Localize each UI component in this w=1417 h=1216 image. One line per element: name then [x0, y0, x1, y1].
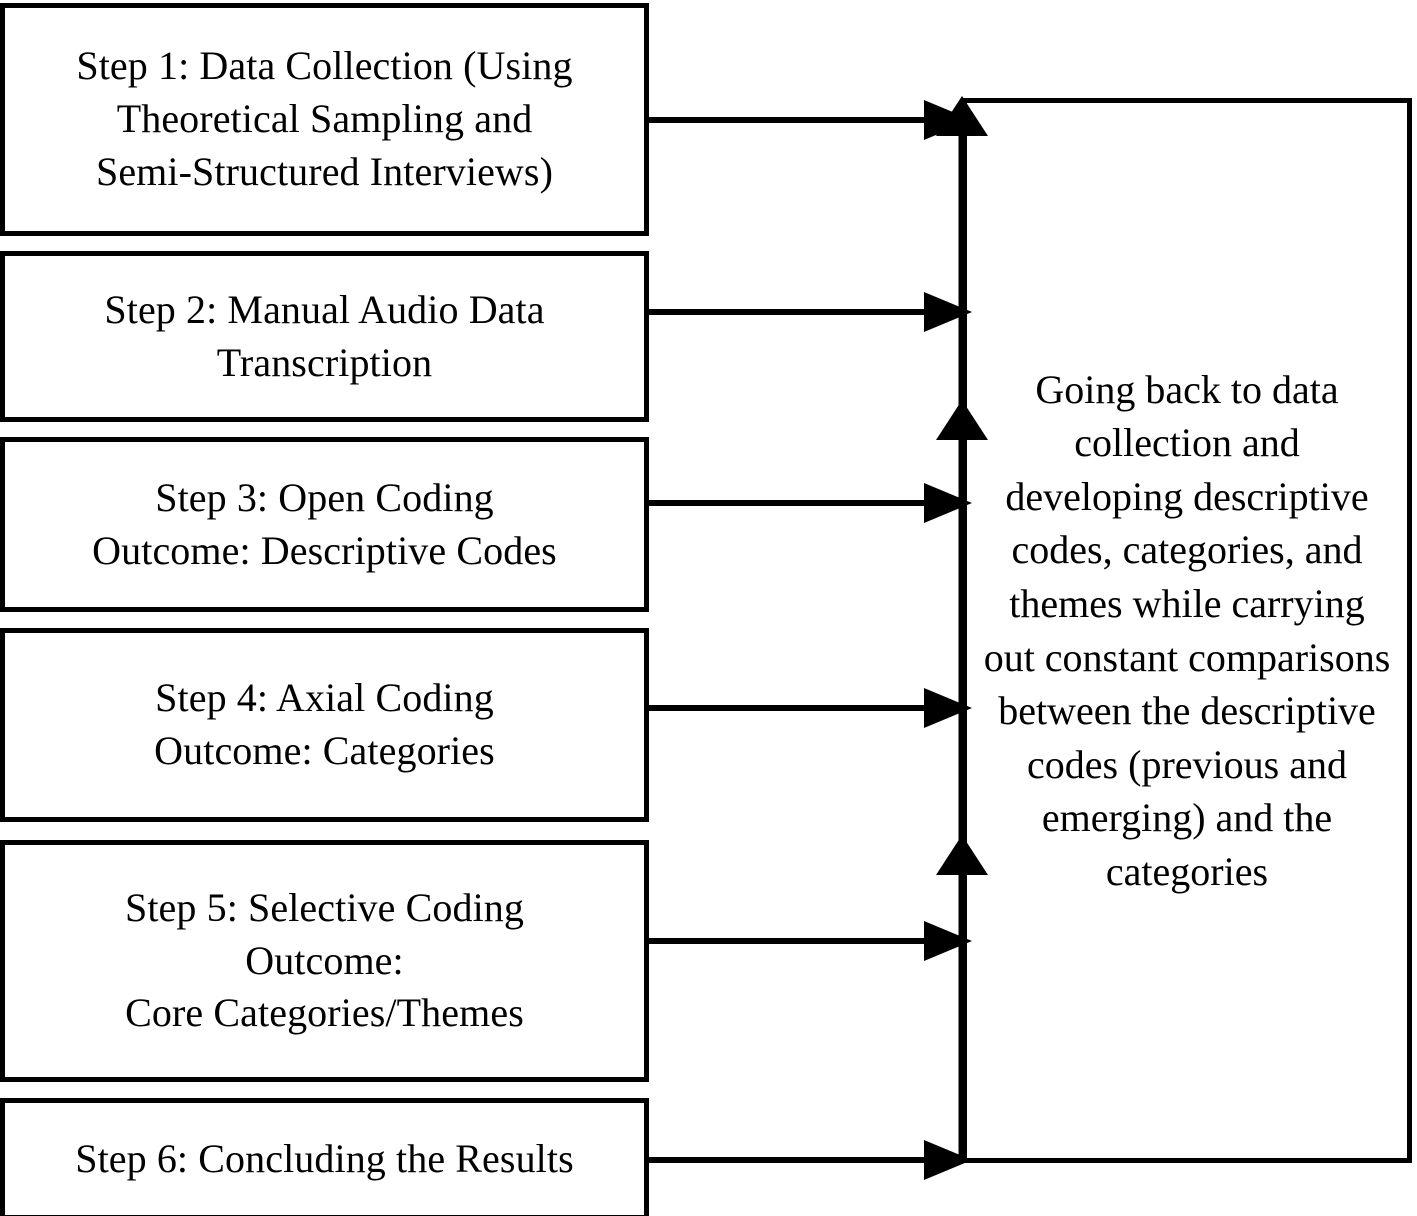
step-box-6: Step 6: Concluding the Results — [0, 1098, 649, 1216]
step-2-label: Step 2: Manual Audio Data Transcription — [104, 286, 545, 385]
arrow-step-3-to-memo — [649, 483, 972, 523]
step-3-label: Step 3: Open Coding Outcome: Descriptive… — [92, 474, 557, 573]
step-box-1: Step 1: Data Collection (Using Theoretic… — [0, 3, 649, 236]
step-box-4: Step 4: Axial Coding Outcome: Categories — [0, 628, 649, 822]
step-box-3: Step 3: Open Coding Outcome: Descriptive… — [0, 437, 649, 612]
step-6-label: Step 6: Concluding the Results — [75, 1135, 574, 1181]
memo-box: Going back to data collection and develo… — [962, 98, 1412, 1163]
step-box-2: Step 2: Manual Audio Data Transcription — [0, 251, 649, 422]
step-box-5: Step 5: Selective Coding Outcome: Core C… — [0, 840, 649, 1082]
step-5-label: Step 5: Selective Coding Outcome: Core C… — [124, 884, 525, 1036]
arrow-step-1-to-memo — [649, 100, 972, 140]
arrow-step-2-to-memo — [649, 292, 972, 332]
arrow-step-5-to-memo — [649, 921, 972, 961]
memo-label: Going back to data collection and develo… — [983, 366, 1391, 894]
step-1-label: Step 1: Data Collection (Using Theoretic… — [76, 43, 573, 194]
arrow-step-6-to-memo — [649, 1140, 972, 1180]
step-4-label: Step 4: Axial Coding Outcome: Categories — [154, 675, 495, 773]
arrow-step-4-to-memo — [649, 688, 972, 728]
